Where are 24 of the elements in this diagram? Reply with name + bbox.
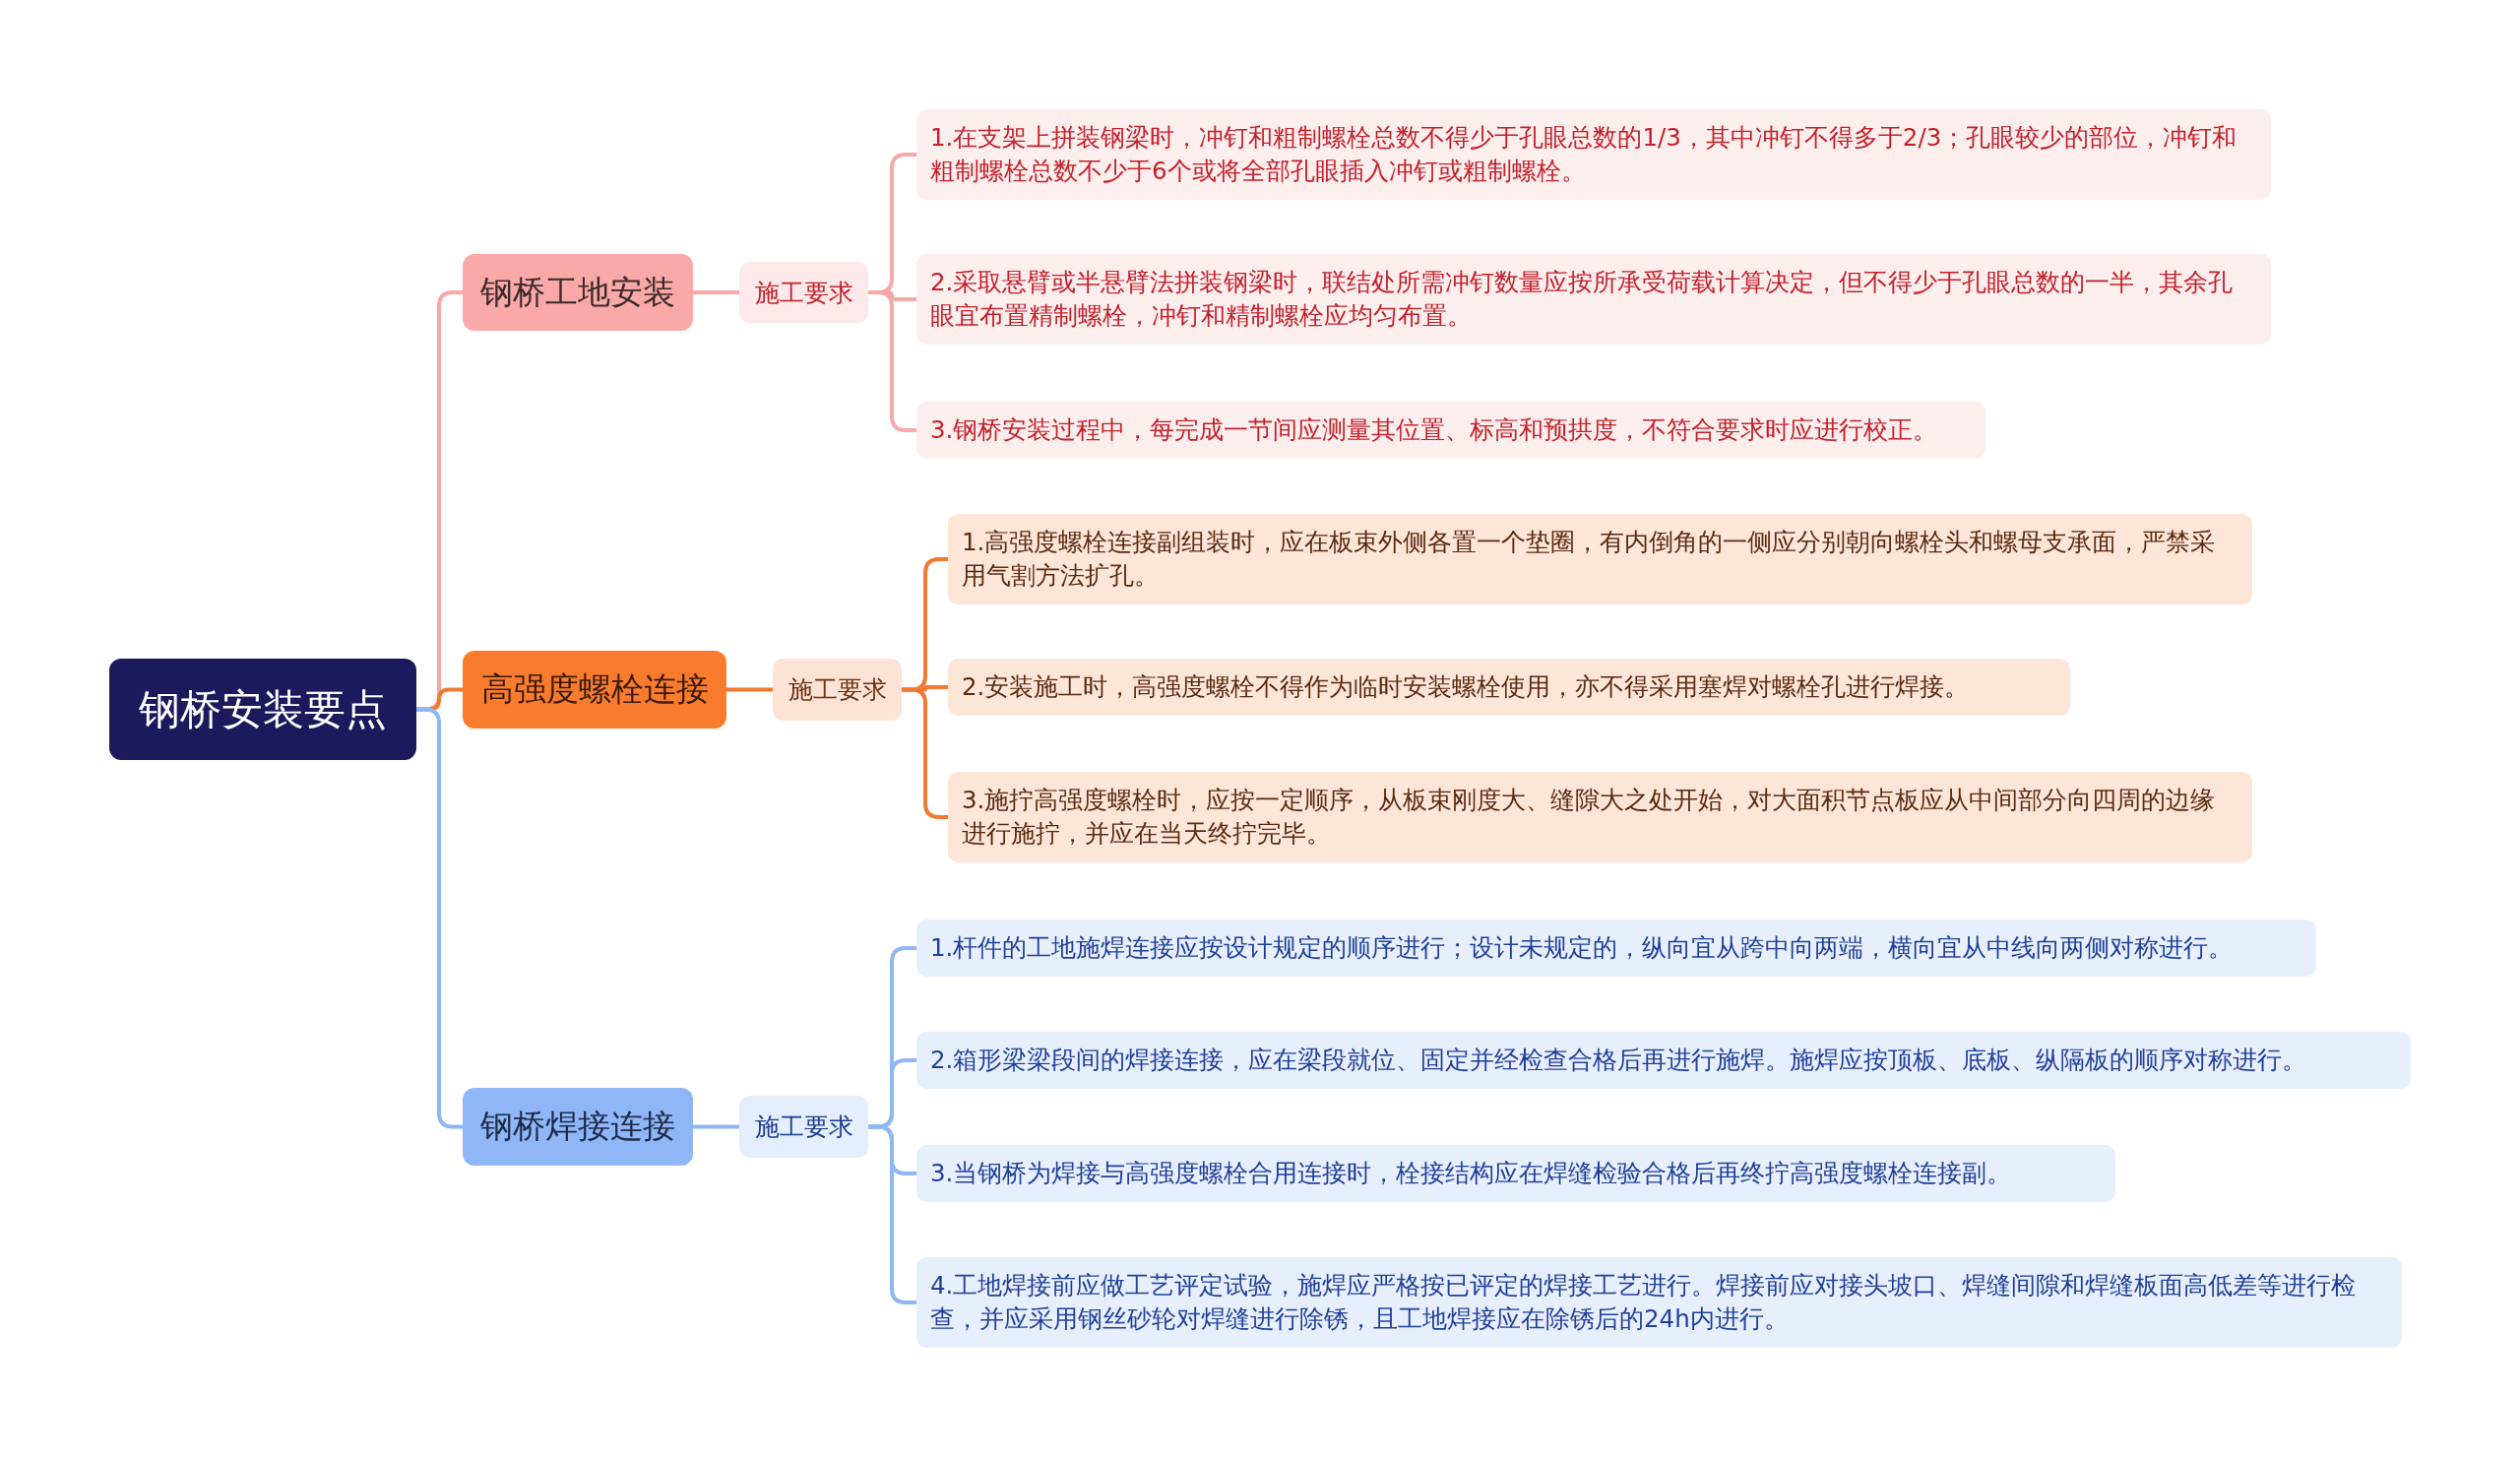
branch-topic-box: 钢桥焊接连接 xyxy=(463,1088,693,1166)
root-topic-box: 钢桥安装要点 xyxy=(109,659,416,760)
connector-line xyxy=(902,687,948,819)
note-box: 4.工地焊接前应做工艺评定试验，施焊应严格按已评定的焊接工艺进行。焊接前应对接头坡口、焊缝间隙和焊缝板面高低差等进行检查，并应采用钢丝砂轮对焊缝进行除锈，且工地焊接应在除锈后的24h内进行。 xyxy=(916,1257,2402,1348)
note-box: 2.箱形梁梁段间的焊接连接，应在梁段就位、固定并经检查合格后再进行施焊。施焊应按顶板、底板、纵隔板的顺序对称进行。 xyxy=(916,1032,2411,1089)
note-box: 1.在支架上拼装钢梁时，冲钉和粗制螺栓总数不得少于孔眼总数的1/3，其中冲钉不得多于2/3；孔眼较少的部位，冲钉和粗制螺栓总数不少于6个或将全部孔眼插入冲钉或粗制螺栓。 xyxy=(916,109,2271,200)
note-box: 3.钢桥安装过程中，每完成一节间应测量其位置、标高和预拱度，不符合要求时应进行校正。 xyxy=(916,402,1985,459)
connector-line xyxy=(693,290,739,294)
subtopic-box: 施工要求 xyxy=(739,262,868,323)
note-box: 1.高强度螺栓连接副组装时，应在板束外侧各置一个垫圈，有内倒角的一侧应分别朝向螺栓头和螺母支承面，严禁采用气割方法扩孔。 xyxy=(948,514,2252,604)
note-box: 2.安装施工时，高强度螺栓不得作为临时安装螺栓使用，亦不得采用塞焊对螺栓孔进行焊接。 xyxy=(948,659,2070,716)
branch-topic-box: 高强度螺栓连接 xyxy=(463,651,726,729)
note-box: 3.当钢桥为焊接与高强度螺栓合用连接时，栓接结构应在焊缝检验合格后再终拧高强度螺栓连接副。 xyxy=(916,1145,2115,1202)
connector-line xyxy=(868,1124,916,1304)
note-box: 3.施拧高强度螺栓时，应按一定顺序，从板束刚度大、缝隙大之处开始，对大面积节点板应从中间部分向四周的边缘进行施拧，并应在当天终拧完毕。 xyxy=(948,772,2252,862)
subtopic-box: 施工要求 xyxy=(739,1096,868,1158)
connector-line xyxy=(868,290,916,432)
connector-line xyxy=(416,707,463,1129)
subtopic-box: 施工要求 xyxy=(773,659,902,721)
note-box: 1.杆件的工地施焊连接应按设计规定的顺序进行；设计未规定的，纵向宜从跨中向两端，横向宜从中线向两侧对称进行。 xyxy=(916,920,2316,977)
connector-line xyxy=(726,687,773,692)
branch-topic-box: 钢桥工地安装 xyxy=(463,254,693,331)
note-box: 2.采取悬臂或半悬臂法拼装钢梁时，联结处所需冲钉数量应按所承受荷载计算决定，但不得少于孔眼总数的一半，其余孔眼宜布置精制螺栓，冲钉和精制螺栓应均匀布置。 xyxy=(916,254,2271,345)
connector-line xyxy=(693,1124,739,1129)
